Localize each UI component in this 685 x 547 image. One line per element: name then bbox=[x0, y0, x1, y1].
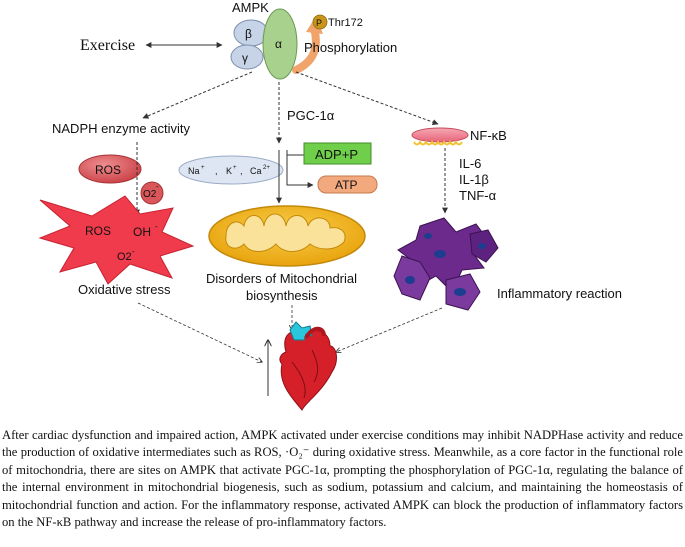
gamma-label: γ bbox=[242, 51, 248, 65]
heart-vessel-line bbox=[311, 349, 319, 383]
superoxide-bubble bbox=[140, 181, 164, 205]
figure-caption: After cardiac dysfunction and impaired a… bbox=[2, 428, 683, 530]
cell-nucleus-2 bbox=[405, 276, 415, 284]
nadph-label: NADPH enzyme activity bbox=[52, 121, 190, 136]
ion-ca-sup: 2+ bbox=[263, 165, 270, 171]
phosphate-label: P bbox=[316, 18, 322, 28]
ion-k: K bbox=[226, 166, 232, 176]
il1b-label: IL-1β bbox=[459, 172, 489, 187]
ion-na-sup: + bbox=[201, 165, 205, 171]
cell-nucleus-3 bbox=[454, 288, 466, 296]
heart-aorta bbox=[304, 326, 326, 340]
inflammatory-label: Inflammatory reaction bbox=[497, 286, 622, 301]
alpha-label: α bbox=[275, 37, 282, 51]
oxidative-stress-label: Oxidative stress bbox=[78, 282, 171, 297]
ion-k-sup: + bbox=[233, 165, 237, 171]
ampk-exercise-diagram: AMPK β γ α P Thr172 Phosphorylation Exer… bbox=[38, 0, 622, 411]
ampk-complex: β γ α bbox=[230, 8, 298, 80]
adp-label: ADP+P bbox=[315, 147, 358, 162]
arrow-stress-to-heart bbox=[137, 302, 262, 362]
beta-label: β bbox=[245, 27, 252, 41]
tnfa-label: TNF-α bbox=[459, 188, 497, 203]
ion-ellipse bbox=[178, 155, 284, 185]
mitochondrion-cristae bbox=[225, 213, 346, 252]
nfkb-label: NF-κB bbox=[470, 128, 507, 143]
oxidative-stress-burst bbox=[38, 195, 195, 285]
ion-sep-2: , bbox=[240, 166, 243, 176]
exercise-label: Exercise bbox=[80, 37, 135, 54]
thr172-label: Thr172 bbox=[328, 17, 363, 29]
oh-star-sup: - bbox=[155, 222, 158, 231]
ros-top-label: ROS bbox=[95, 163, 121, 177]
gamma-subunit bbox=[230, 44, 264, 70]
adp-box bbox=[303, 142, 372, 165]
o2-star-sup: - bbox=[132, 247, 135, 256]
atp-label: ATP bbox=[335, 178, 357, 192]
o2-top-label: O2 bbox=[143, 189, 157, 200]
phosphate-badge bbox=[312, 14, 328, 30]
cell-nucleus-5 bbox=[424, 233, 432, 239]
mitochondrion bbox=[208, 205, 366, 267]
nfkb-membrane bbox=[413, 140, 463, 146]
phosphorylation-label: Phosphorylation bbox=[304, 40, 397, 55]
ros-ellipse bbox=[78, 154, 142, 184]
il6-label: IL-6 bbox=[459, 156, 481, 171]
arrow-ampk-to-nadph bbox=[142, 71, 253, 119]
heart-vessel-cyan bbox=[289, 321, 313, 341]
nfkb-receptor bbox=[411, 127, 469, 143]
cell-nucleus-1 bbox=[434, 250, 446, 258]
heart-groove bbox=[291, 361, 306, 399]
mito-label-line2: biosynthesis bbox=[246, 288, 318, 303]
cell-nucleus-4 bbox=[478, 243, 486, 249]
ion-sep-1: , bbox=[215, 166, 218, 176]
alpha-subunit bbox=[262, 8, 298, 80]
heart-body bbox=[279, 330, 337, 411]
arrow-to-atp bbox=[286, 150, 314, 188]
oh-star-label: OH bbox=[133, 225, 151, 239]
inflammatory-cells bbox=[393, 217, 499, 311]
ion-ca: Ca bbox=[250, 166, 262, 176]
o2-star-label: O2 bbox=[117, 251, 132, 263]
atp-pill bbox=[317, 175, 378, 194]
o2-top-sup: - bbox=[156, 182, 159, 191]
pgc-label: PGC-1α bbox=[287, 108, 335, 123]
arrow-ampk-to-nfkb bbox=[295, 71, 439, 125]
ros-star-label: ROS bbox=[85, 224, 111, 238]
mito-label-line1: Disorders of Mitochondrial bbox=[206, 271, 357, 286]
ampk-label: AMPK bbox=[232, 0, 269, 15]
heart bbox=[279, 321, 337, 411]
ion-na: Na bbox=[188, 166, 200, 176]
arrow-inflammation-to-heart bbox=[336, 307, 443, 352]
